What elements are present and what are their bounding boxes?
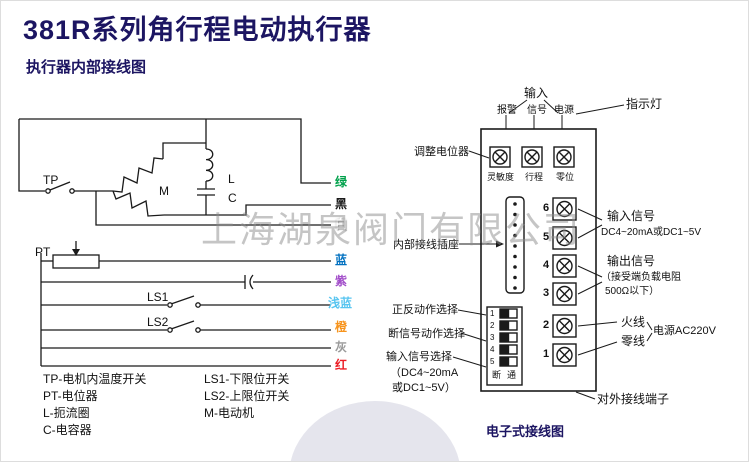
ls1-switch-symbol [170, 295, 195, 305]
pot-label-zero: 零位 [556, 172, 575, 182]
legend-tp: TP-电机内温度开关 [43, 372, 147, 386]
external-terminals-label: 对外接线端子 [597, 392, 670, 406]
legend-pt: PT-电位器 [43, 389, 98, 403]
terminal-number-1: 1 [543, 348, 550, 360]
internal-socket-label: 内部接线插座 [393, 239, 459, 251]
annotation-leaders [452, 99, 653, 400]
motor-winding-a [112, 157, 164, 193]
output-signal-note-2: 500Ω以下） [605, 286, 660, 297]
terminal-number-2: 2 [543, 319, 550, 331]
wire-label-red: 红 [335, 358, 348, 372]
output-signal-label: 输出信号 [607, 254, 656, 268]
indicator-light-label: 指示灯 [626, 97, 663, 111]
lamp-label-power: 电源 [554, 105, 574, 116]
terminal-number-4: 4 [543, 259, 550, 271]
dip-number-1: 1 [490, 309, 495, 318]
adjust-pot-label: 调整电位器 [414, 146, 469, 158]
page-title: 381R系列角行程电动执行器 [23, 15, 372, 45]
control-circuit [40, 241, 331, 367]
dip-off-label: 断 [492, 370, 502, 380]
dip-switch-block [486, 306, 523, 386]
legend-l: L-扼流圈 [43, 406, 90, 420]
neutral-wire-label: 零线 [621, 334, 646, 348]
section-title: 执行器内部接线图 [26, 59, 147, 76]
wire-label-light-blue: 浅蓝 [328, 296, 353, 310]
live-wire-label: 火线 [621, 315, 646, 329]
board-caption: 电子式接线图 [486, 424, 565, 439]
wire-label-purple: 紫 [335, 274, 348, 288]
board-input-label: 输入 [524, 86, 549, 100]
legend-c: C-电容器 [43, 423, 92, 437]
wire-label-gray: 灰 [335, 340, 348, 354]
internal-socket [505, 196, 525, 294]
ls2-label: LS2 [147, 315, 169, 329]
output-signal-note-1: （接受端负载电阻 [601, 272, 681, 283]
power-supply-label: 电源AC220V [653, 325, 716, 337]
potentiometer-symbol [52, 254, 100, 269]
tp-label: TP [43, 173, 59, 187]
wire-label-blue: 蓝 [335, 253, 348, 267]
wire-label-green: 绿 [335, 175, 348, 189]
input-select-label-1: 输入信号选择 [386, 351, 452, 363]
lamp-label-alarm: 报警 [497, 105, 517, 116]
terminal-number-5: 5 [543, 231, 550, 243]
input-select-label-3: 或DC1~5V） [392, 382, 456, 394]
dip-on-label: 通 [507, 370, 517, 380]
lamp-label-signal: 信号 [527, 105, 547, 116]
choke-label: L [228, 172, 235, 186]
terminal-number-3: 3 [543, 287, 550, 299]
input-signal-label: 输入信号 [607, 209, 656, 223]
dip-number-2: 2 [490, 321, 495, 330]
tp-switch-symbol [49, 181, 71, 191]
legend-ls1: LS1-下限位开关 [204, 372, 290, 386]
fwd-rev-select-label: 正反动作选择 [392, 304, 458, 316]
motor-winding-b [112, 190, 165, 217]
wire-label-orange: 橙 [335, 320, 348, 334]
legend-m: M-电动机 [204, 406, 254, 420]
motor-label: M [159, 184, 169, 198]
input-select-label-2: （DC4~20mA [390, 367, 459, 379]
wire-label-black: 黑 [335, 197, 348, 211]
capacitor-label: C [228, 191, 237, 205]
terminal-number-6: 6 [543, 202, 550, 214]
input-signal-range: DC4~20mA或DC1~5V [601, 227, 702, 238]
wire-label-white: 白 [335, 217, 348, 231]
dip-number-3: 3 [490, 333, 495, 342]
choke-coil-symbol [205, 148, 214, 182]
pot-label-travel: 行程 [525, 172, 544, 182]
legend-ls2: LS2-上限位开关 [204, 389, 290, 403]
dip-number-5: 5 [490, 357, 495, 366]
signal-break-select-label: 断信号动作选择 [388, 328, 465, 340]
terminal-board [480, 128, 597, 392]
pot-label-sensitivity: 灵敏度 [487, 172, 515, 182]
ls2-switch-symbol [170, 320, 195, 330]
pt-label: PT [35, 245, 51, 259]
motor-circuit [18, 118, 331, 226]
ls1-label: LS1 [147, 290, 169, 304]
dip-number-4: 4 [490, 345, 495, 354]
